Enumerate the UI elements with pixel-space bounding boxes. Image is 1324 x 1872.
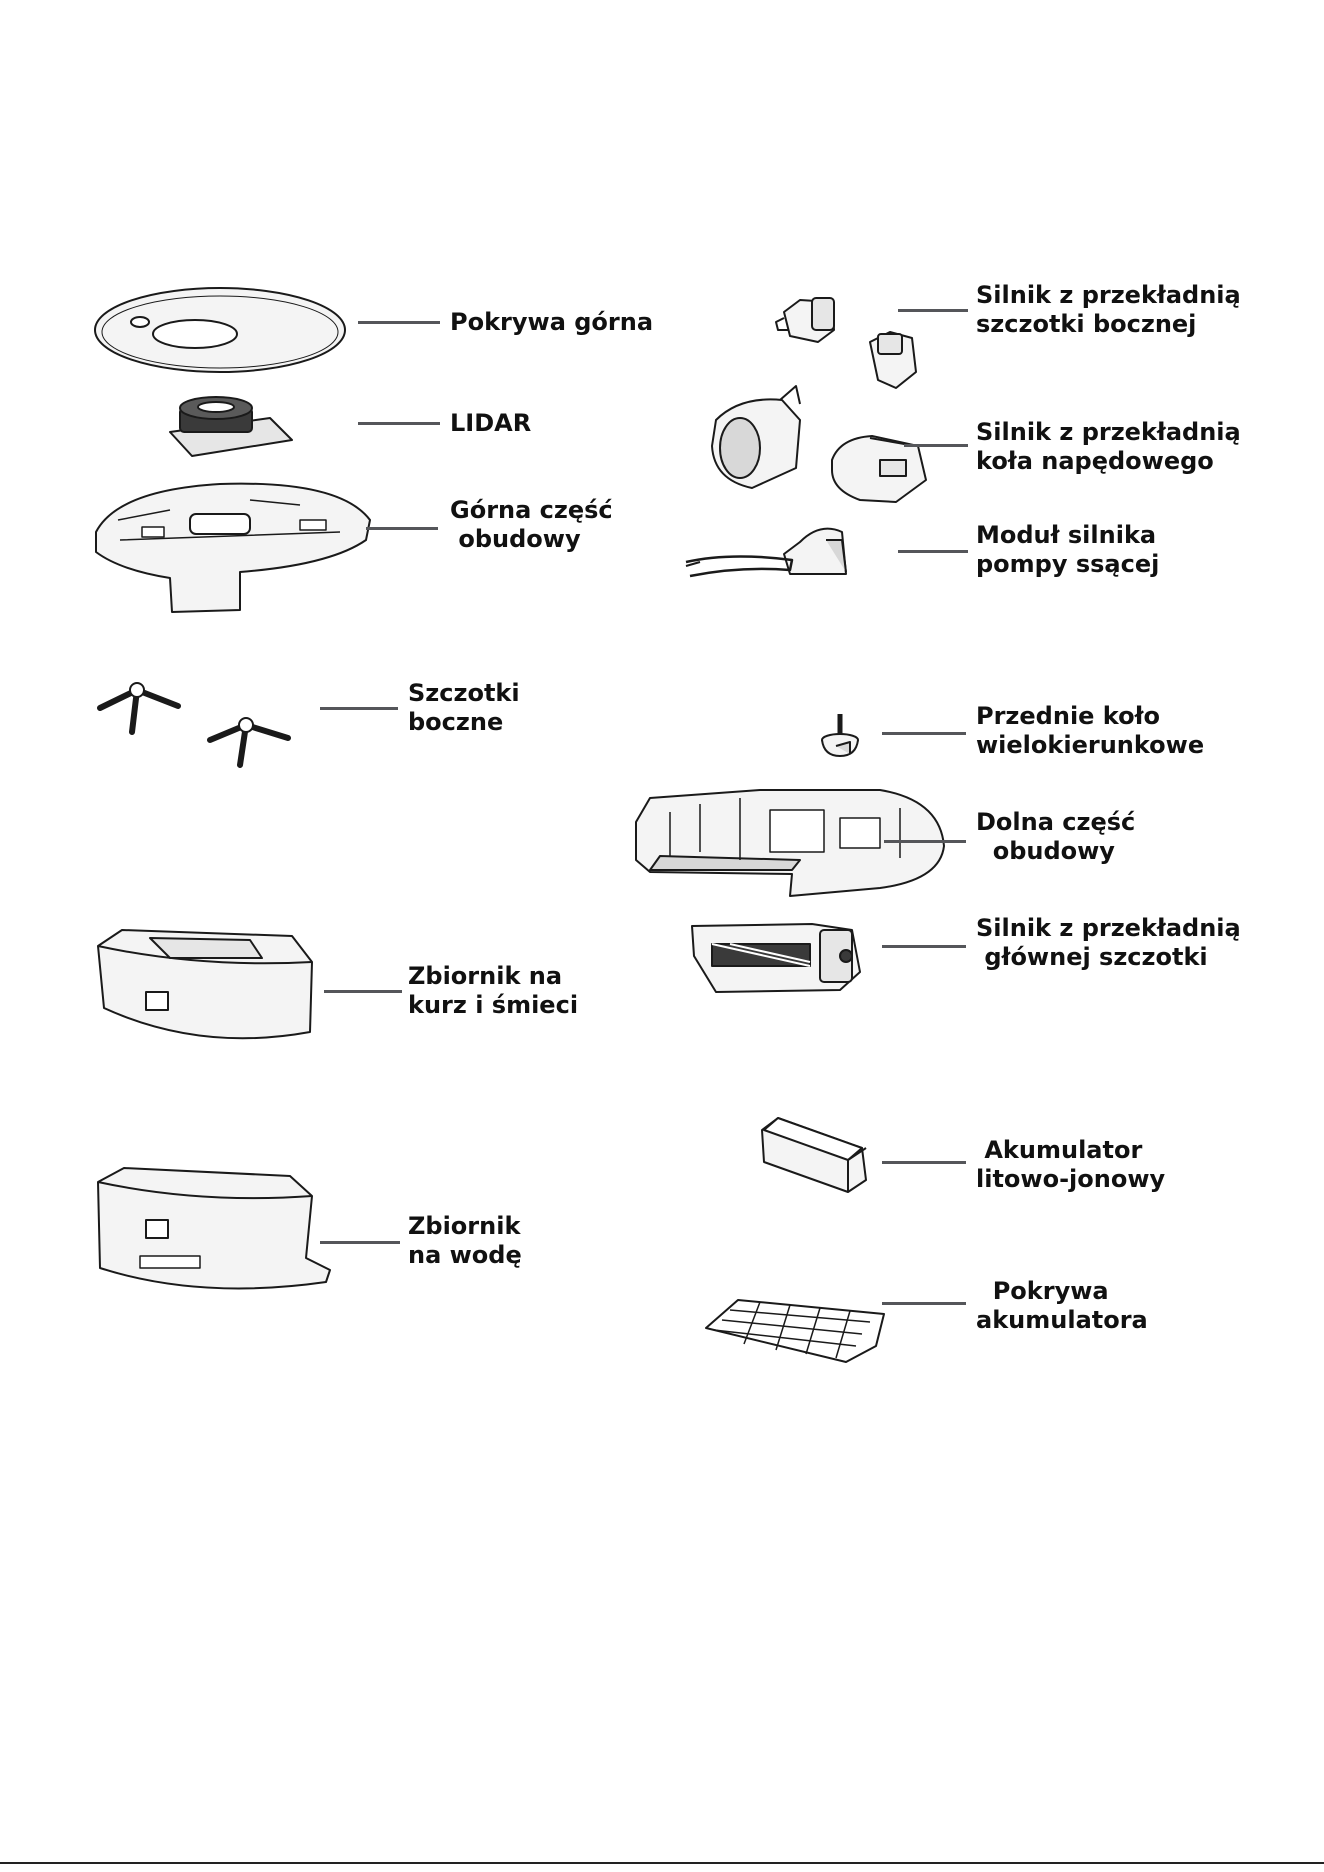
water-tank-illustration xyxy=(97,1167,331,1290)
lower-housing-illustration xyxy=(635,789,945,897)
wheel-motor-label: Silnik z przekładnią koła napędowego xyxy=(976,418,1241,475)
battery-leader-line xyxy=(882,1161,966,1164)
upper-housing-label: Górna część obudowy xyxy=(450,496,613,553)
top-cover-leader-line xyxy=(358,321,440,324)
water-tank-label: Zbiornik na wodę xyxy=(408,1212,522,1269)
upper-housing-illustration xyxy=(95,482,371,613)
wheel-motor-illustration xyxy=(711,385,927,503)
battery-illustration xyxy=(761,1117,867,1193)
top-cover-label: Pokrywa górna xyxy=(450,308,654,336)
dust-bin-leader-line xyxy=(324,990,402,993)
lidar-leader-line xyxy=(358,422,440,425)
main-brush-motor-leader-line xyxy=(882,945,966,948)
battery-cover-leader-line xyxy=(882,1302,966,1305)
dust-bin-illustration xyxy=(97,929,313,1040)
caster-wheel-label: Przednie koło wielokierunkowe xyxy=(976,702,1205,759)
battery-cover-illustration xyxy=(705,1299,885,1363)
battery-cover-label: Pokrywa akumulatora xyxy=(976,1277,1148,1334)
side-brush-motor-illustration xyxy=(775,297,917,389)
side-brushes-label: Szczotki boczne xyxy=(408,679,520,736)
lidar-label: LIDAR xyxy=(450,409,532,437)
suction-motor-illustration xyxy=(685,527,847,578)
main-brush-motor-label: Silnik z przekładnią głównej szczotki xyxy=(976,914,1241,971)
suction-motor-leader-line xyxy=(898,550,968,553)
lidar-illustration xyxy=(169,396,293,457)
side-brush-motor-label: Silnik z przekładnią szczotki bocznej xyxy=(976,281,1241,338)
top-cover-illustration xyxy=(94,287,346,373)
side-brushes-leader-line xyxy=(320,707,398,710)
caster-wheel-illustration xyxy=(821,714,859,757)
lower-housing-label: Dolna część obudowy xyxy=(976,808,1136,865)
side-brush-motor-leader-line xyxy=(898,309,968,312)
footer-divider xyxy=(0,1862,1324,1864)
suction-motor-label: Moduł silnika pompy ssącej xyxy=(976,521,1160,578)
wheel-motor-leader-line xyxy=(904,444,968,447)
dust-bin-label: Zbiornik na kurz i śmieci xyxy=(408,962,579,1019)
lower-housing-leader-line xyxy=(884,840,966,843)
upper-housing-leader-line xyxy=(366,527,438,530)
water-tank-leader-line xyxy=(320,1241,400,1244)
battery-label: Akumulator litowo-jonowy xyxy=(976,1136,1166,1193)
side-brushes-illustration xyxy=(97,682,291,768)
caster-wheel-leader-line xyxy=(882,732,966,735)
main-brush-motor-illustration xyxy=(691,923,861,993)
